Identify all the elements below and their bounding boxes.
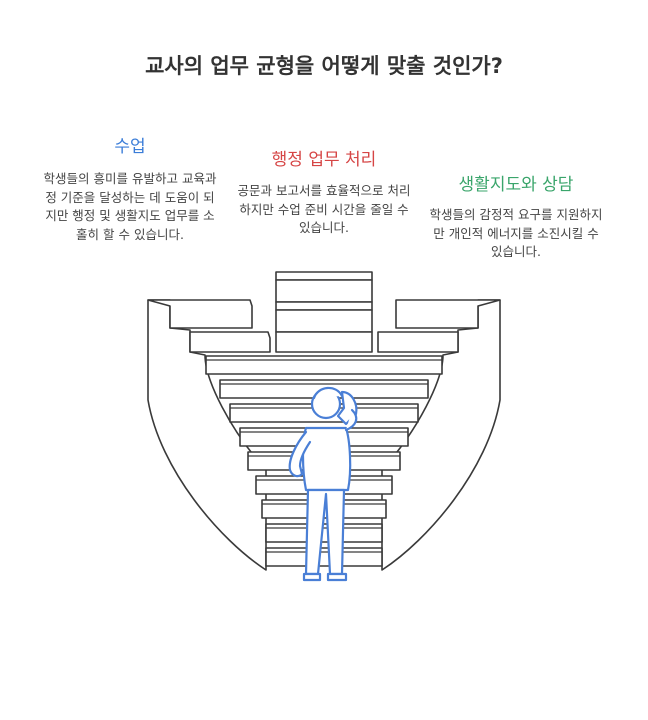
guidance-heading: 생활지도와 상담	[458, 175, 574, 195]
center-step	[265, 523, 383, 543]
tower-slab	[275, 309, 373, 333]
tower-slab	[275, 279, 373, 303]
admin-description: 공문과 보고서를 효율적으로 처리하지만 수업 준비 시간을 줄일 수 있습니다…	[237, 183, 411, 235]
tower-slab	[275, 301, 373, 311]
center-step	[205, 355, 443, 375]
teaching-heading: 수업	[114, 137, 146, 157]
tower-slab	[275, 271, 373, 281]
right-step-2	[377, 331, 459, 353]
left-step-2	[189, 331, 271, 353]
center-step	[265, 547, 383, 567]
page-title: 교사의 업무 균형을 어떻게 맞출 것인가?	[145, 54, 503, 78]
person-scratching-head-icon	[288, 386, 358, 582]
left-step-top	[147, 299, 253, 329]
right-step-top	[395, 299, 501, 329]
guidance-description: 학생들의 감정적 요구를 지원하지만 개인적 에너지를 소진시킬 수 있습니다.	[429, 207, 603, 259]
tower-slab	[275, 331, 373, 353]
teaching-description: 학생들의 흥미를 유발하고 교육과정 기준을 달성하는 데 도움이 되지만 행정…	[43, 171, 217, 242]
admin-heading: 행정 업무 처리	[271, 150, 377, 170]
